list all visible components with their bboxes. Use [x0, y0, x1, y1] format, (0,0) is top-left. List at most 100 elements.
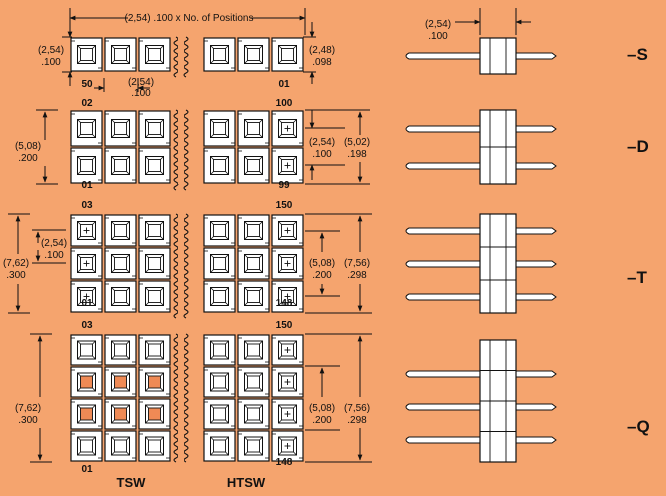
cell-body	[138, 280, 171, 313]
pin-cell	[203, 280, 236, 313]
pin-cell	[70, 398, 103, 430]
pin-square-inner	[80, 375, 93, 389]
cell-body	[237, 366, 270, 398]
break-mark	[173, 213, 179, 319]
pin-square-inner	[114, 290, 127, 303]
pin-cell	[237, 214, 270, 247]
pin-square-inner	[80, 343, 93, 357]
pin-cell	[271, 398, 304, 430]
pin-cell	[138, 334, 171, 366]
pin-cell	[70, 110, 103, 147]
pin-square-inner	[148, 407, 161, 421]
pin-square-inner	[213, 257, 226, 270]
pin-cell	[271, 110, 304, 147]
break-gap	[178, 37, 184, 72]
pin-square-inner	[213, 407, 226, 421]
pin-cell	[70, 214, 103, 247]
triple-pin-148: 148	[276, 298, 293, 309]
break-mark	[183, 36, 189, 78]
pin-cell	[70, 334, 103, 366]
row-label-s: –S	[627, 45, 648, 64]
dual-pin-02: 02	[81, 98, 93, 109]
pin-square-inner	[213, 439, 226, 453]
pin-square-inner	[247, 343, 260, 357]
triple-left-in: .300	[6, 270, 26, 281]
housing-body	[479, 213, 517, 314]
pin-square-inner	[148, 159, 161, 172]
pin-square-inner	[213, 122, 226, 135]
pin-square-inner	[114, 375, 127, 389]
dual-row-mm: (2,54)	[309, 137, 335, 148]
pin-cell	[271, 366, 304, 398]
pin-square-inner	[80, 159, 93, 172]
pin-square-inner	[247, 407, 260, 421]
triple-outer-in: .298	[347, 270, 367, 281]
side-pitch-in: .100	[428, 31, 448, 42]
triple-inner-mm: (5,08)	[309, 258, 335, 269]
pin-square-inner	[247, 224, 260, 237]
pin-square-inner	[114, 439, 127, 453]
side-housing	[479, 37, 517, 75]
pin-square-inner	[213, 343, 226, 357]
dual-right-mm: (5,02)	[344, 137, 370, 148]
pin-cell	[138, 37, 171, 72]
quad-outer-in: .298	[347, 415, 367, 426]
cell-body	[271, 110, 304, 147]
pin-cell	[203, 398, 236, 430]
pin-cell	[237, 247, 270, 280]
triple-row-in: .100	[44, 250, 64, 261]
triple-outer-mm: (7,56)	[344, 258, 370, 269]
side-housing	[479, 213, 517, 314]
pin-cell	[203, 37, 236, 72]
pin-cell	[138, 214, 171, 247]
pin-square-inner	[114, 122, 127, 135]
pin-cell	[138, 430, 171, 462]
pin-cell	[104, 214, 137, 247]
pin-cell	[70, 37, 103, 72]
triple-pin-150: 150	[276, 200, 293, 211]
quad-pin-03: 03	[81, 320, 93, 331]
pin-cell	[271, 214, 304, 247]
pin-cell	[271, 280, 304, 313]
triple-inner-in: .200	[312, 270, 332, 281]
dimension-lines	[8, 8, 531, 463]
top-pitch-left-in: .100	[41, 57, 61, 68]
pin-square-inner	[247, 290, 260, 303]
series-label-tsw: TSW	[117, 475, 147, 490]
pin-square-inner	[80, 439, 93, 453]
row-label-q: –Q	[627, 417, 650, 436]
pin-cell	[237, 280, 270, 313]
pin-square-inner	[247, 257, 260, 270]
pin-cell	[271, 37, 304, 72]
triple-left-mm: (7,62)	[3, 258, 29, 269]
pin-cell	[271, 147, 304, 184]
break-mark	[183, 333, 189, 463]
pin-square-inner	[247, 159, 260, 172]
dual-left-in: .200	[18, 153, 38, 164]
pin-square-inner	[247, 48, 260, 61]
series-label-htsw: HTSW	[227, 475, 266, 490]
top-pin-01: 01	[278, 79, 290, 90]
pin-square-inner	[80, 407, 93, 421]
pin-square-inner	[148, 48, 161, 61]
top-height-right-in: .098	[312, 57, 332, 68]
pin-square-inner	[114, 407, 127, 421]
pin-cell	[271, 334, 304, 366]
pin-square-inner	[80, 122, 93, 135]
pin-square-inner	[148, 224, 161, 237]
pin-cells	[70, 37, 304, 462]
pin-cell	[138, 110, 171, 147]
pin-cell	[271, 430, 304, 462]
dual-pin-01: 01	[81, 180, 93, 191]
triple-row-mm: (2,54)	[41, 238, 67, 249]
cell-body	[237, 280, 270, 313]
pin-square-inner	[281, 48, 294, 61]
pin-cell	[203, 334, 236, 366]
break-mark	[173, 333, 179, 463]
pin-square-inner	[148, 290, 161, 303]
quad-pin-150: 150	[276, 320, 293, 331]
pin-square-inner	[148, 122, 161, 135]
pin-square-inner	[213, 48, 226, 61]
